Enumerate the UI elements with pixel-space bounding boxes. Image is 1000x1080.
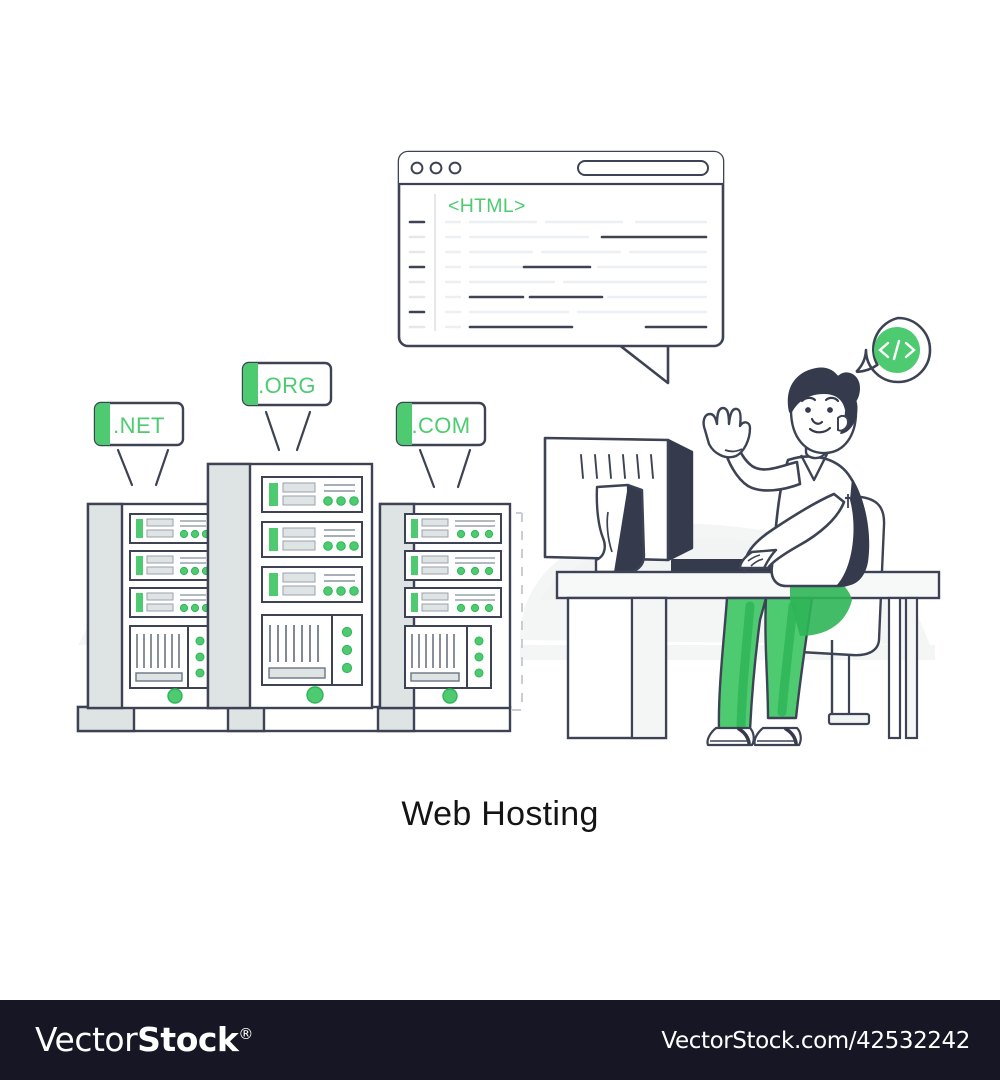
rack-power-led (306, 686, 324, 704)
registered-mark-icon: ® (238, 1025, 253, 1043)
desk (555, 570, 941, 740)
server-rack-center (206, 462, 374, 710)
rack-vent-unit (261, 614, 363, 686)
vectorstock-logo-light: Vector (35, 1020, 138, 1059)
domain-tag-org-label: .ORG (258, 373, 316, 398)
server-base (76, 705, 512, 733)
code-brackets-icon (878, 339, 916, 361)
rack-power-led (442, 688, 458, 704)
domain-tag-org: .ORG (241, 361, 333, 452)
developer-character (702, 367, 870, 747)
code-chat-badge (855, 316, 932, 384)
web-hosting-illustration: <HTML> (76, 150, 941, 747)
vectorstock-url: VectorStock.com/42532242 (661, 1028, 970, 1054)
rack-power-led (167, 688, 183, 704)
rack-vent-unit (129, 625, 213, 689)
code-html-label: <HTML> (448, 195, 526, 217)
desktop-monitor (543, 436, 694, 574)
domain-tag-net-label: .NET (113, 413, 165, 438)
rack-vent-unit (404, 625, 492, 689)
domain-tag-com: .COM (395, 401, 487, 489)
server-rack-left (86, 502, 220, 710)
vectorstock-footer: VectorStock® VectorStock.com/42532242 (0, 1000, 1000, 1080)
vectorstock-logo: VectorStock® (35, 1020, 253, 1059)
vectorstock-logo-bold: Stock (137, 1020, 239, 1059)
illustration-scene: <HTML> (76, 150, 941, 747)
server-rack-right (378, 502, 512, 710)
page-title: Web Hosting (401, 795, 599, 833)
domain-tag-net: .NET (93, 401, 185, 487)
code-window: <HTML> (397, 150, 725, 385)
domain-tag-com-label: .COM (411, 413, 470, 438)
